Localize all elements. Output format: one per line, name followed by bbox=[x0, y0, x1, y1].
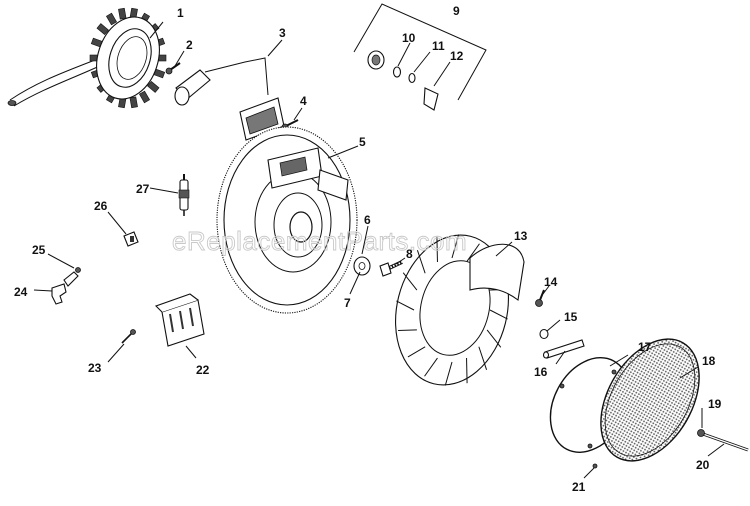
callout-12: 12 bbox=[450, 49, 464, 63]
blower-fan-part bbox=[395, 234, 525, 386]
grass-screen-part bbox=[600, 338, 700, 462]
small-nut-part bbox=[592, 463, 598, 469]
callout-23: 23 bbox=[88, 361, 102, 375]
watermark-text: eReplacementParts.com bbox=[172, 226, 467, 256]
callout-7: 7 bbox=[344, 296, 351, 310]
stator-part bbox=[7, 7, 167, 109]
terminal-nut-part bbox=[75, 267, 81, 273]
rectifier-part bbox=[154, 293, 205, 347]
ignition-module-part bbox=[174, 57, 285, 141]
callout-27: 27 bbox=[136, 182, 150, 196]
callout-4: 4 bbox=[300, 94, 307, 108]
callout-6: 6 bbox=[364, 213, 371, 227]
callout-17: 17 bbox=[638, 340, 652, 354]
callout-3: 3 bbox=[279, 26, 286, 40]
callout-14: 14 bbox=[544, 275, 558, 289]
screen-screw-part bbox=[697, 429, 749, 452]
callout-18: 18 bbox=[702, 354, 716, 368]
callout-22: 22 bbox=[196, 363, 210, 377]
stator-screw-part bbox=[165, 62, 181, 75]
washer-part bbox=[353, 256, 371, 276]
callout-24: 24 bbox=[14, 285, 28, 299]
callout-21: 21 bbox=[572, 480, 586, 494]
callout-15: 15 bbox=[564, 310, 578, 324]
spark-plug-part bbox=[178, 174, 190, 216]
flywheel-bolt-part bbox=[379, 260, 403, 277]
callout-numbers: 1 2 3 4 5 6 7 8 9 10 11 12 13 14 15 16 1… bbox=[14, 4, 722, 494]
leader-lines bbox=[33, 21, 725, 479]
callout-26: 26 bbox=[94, 199, 108, 213]
clip-part bbox=[123, 231, 139, 247]
terminal-part bbox=[51, 271, 79, 305]
callout-16: 16 bbox=[534, 365, 548, 379]
rectifier-screw-part bbox=[121, 329, 136, 344]
callout-25: 25 bbox=[32, 243, 46, 257]
small-washer-part bbox=[539, 328, 549, 340]
callout-2: 2 bbox=[186, 38, 193, 52]
callout-8: 8 bbox=[406, 247, 413, 261]
fan-screw-part bbox=[535, 289, 545, 307]
callout-5: 5 bbox=[359, 135, 366, 149]
callout-13: 13 bbox=[514, 229, 528, 243]
callout-20: 20 bbox=[696, 458, 710, 472]
spacer-pin-part bbox=[542, 339, 585, 359]
callout-19: 19 bbox=[708, 397, 722, 411]
hardware-kit-part bbox=[353, 3, 487, 111]
callout-1: 1 bbox=[177, 6, 184, 20]
callout-10: 10 bbox=[402, 31, 416, 45]
callout-9: 9 bbox=[453, 4, 460, 18]
flywheel-part bbox=[216, 126, 358, 314]
callout-11: 11 bbox=[432, 39, 445, 53]
